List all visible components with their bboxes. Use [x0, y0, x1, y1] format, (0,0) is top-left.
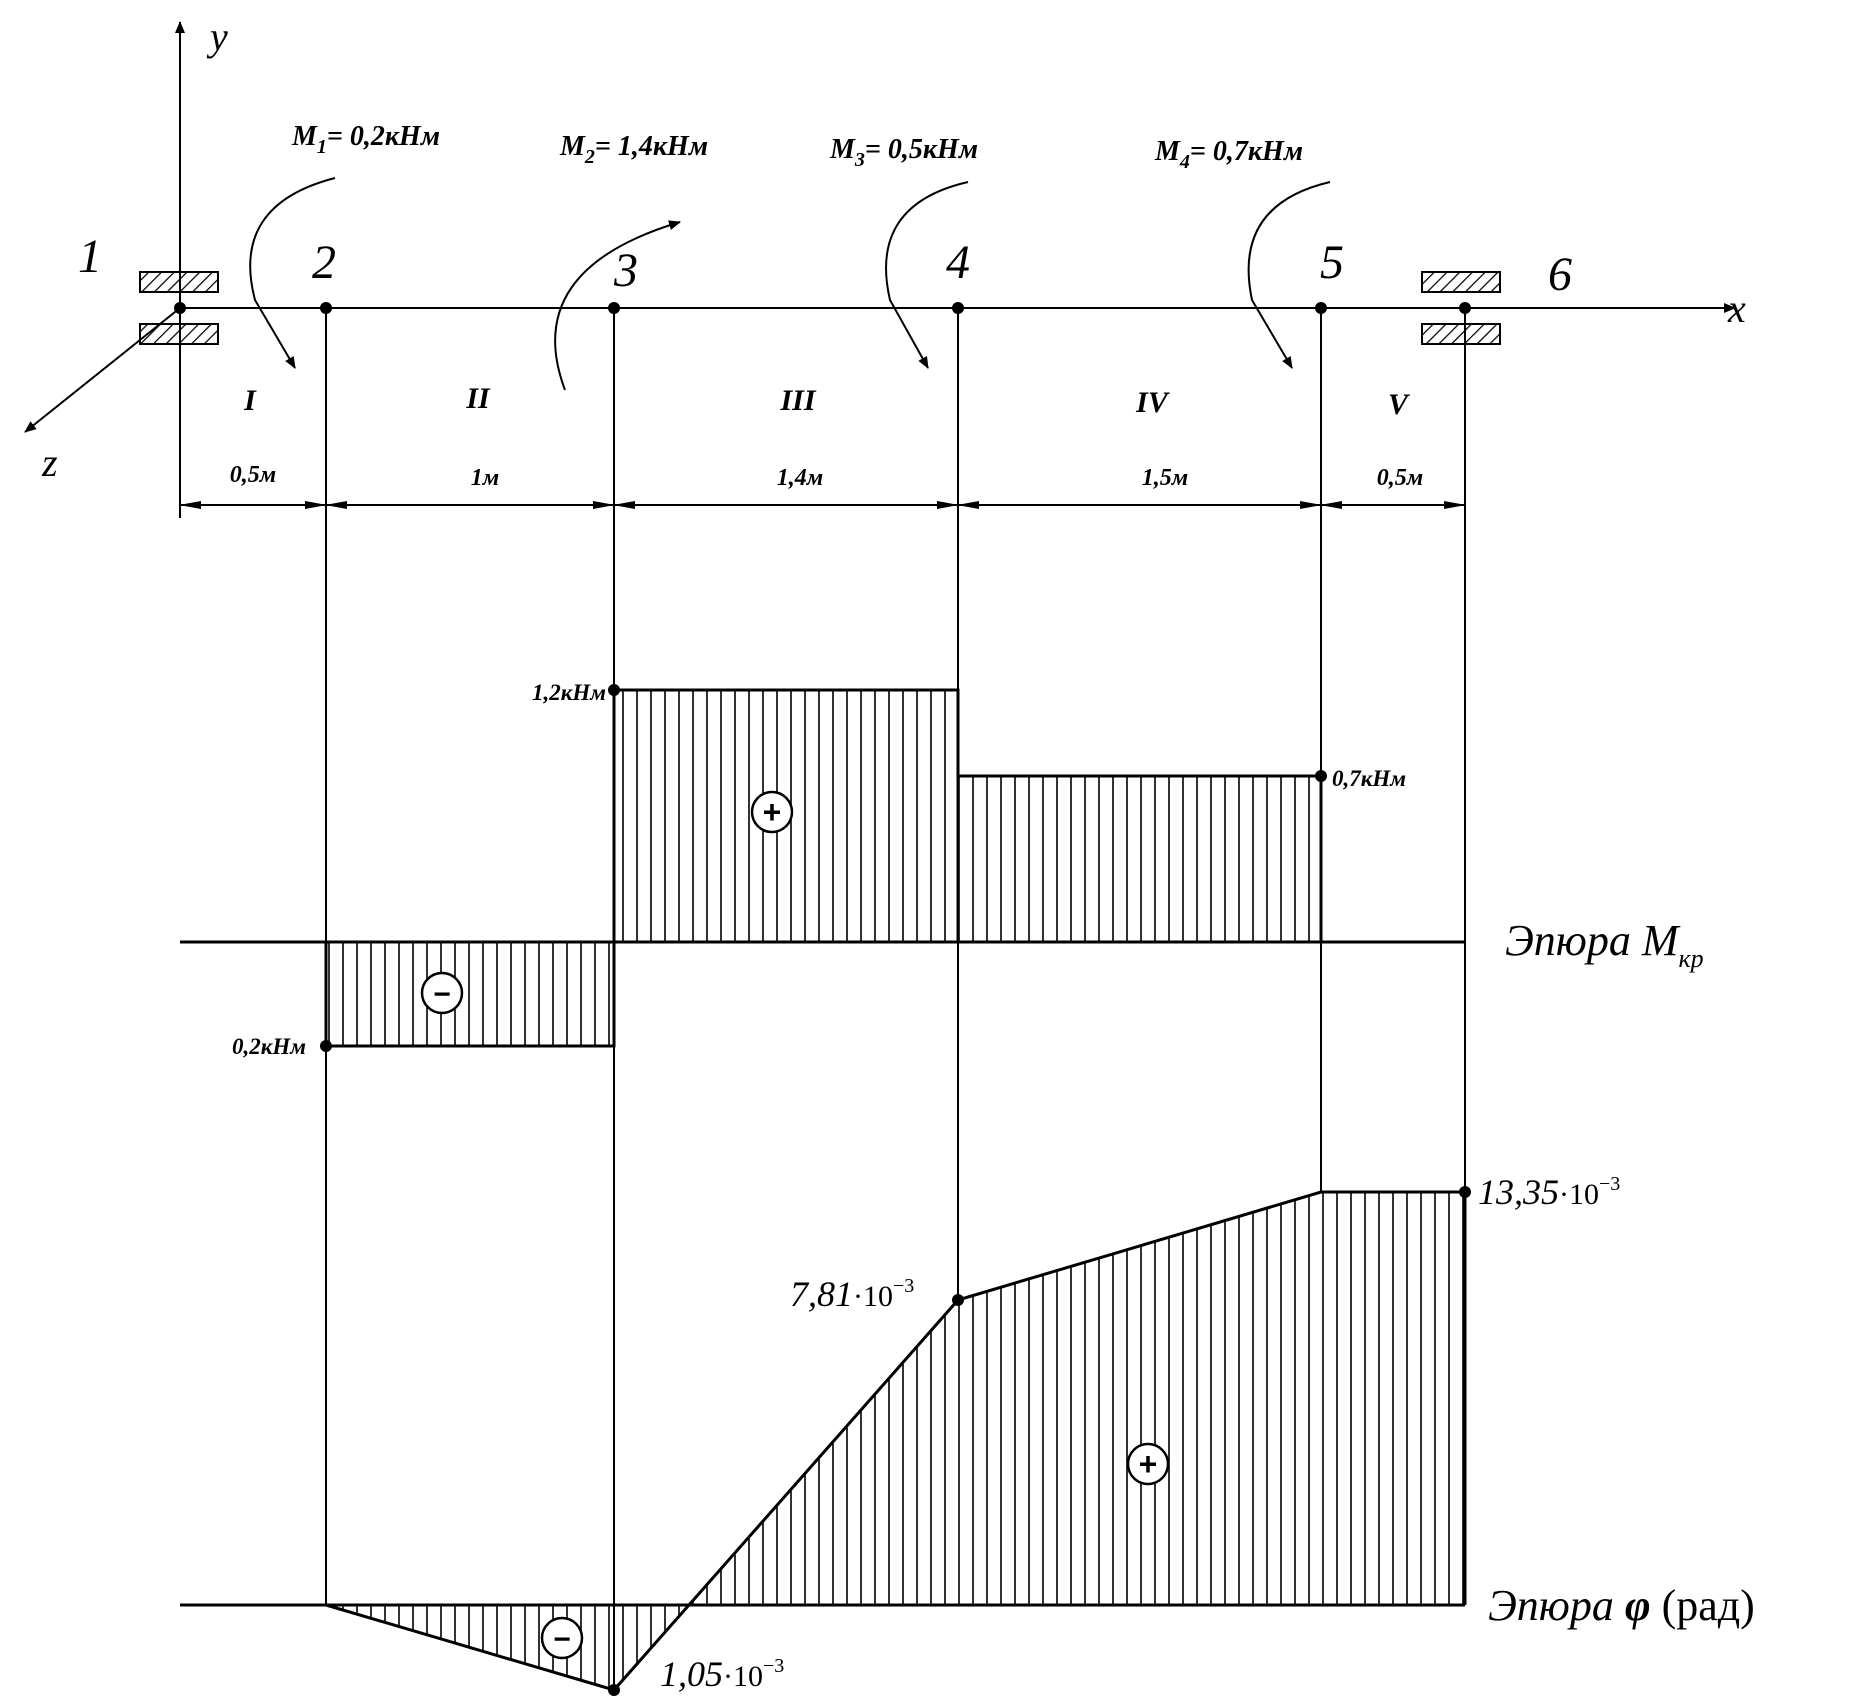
- dimension-label-3: 1,4м: [777, 465, 823, 491]
- node-labels: 1 2 3 4 5 6: [78, 230, 1572, 301]
- section-label-4: IV: [1135, 386, 1171, 419]
- angle-sign-positive: +: [1126, 1442, 1170, 1486]
- section-label-2: II: [465, 382, 491, 415]
- moment-label-m4: M4= 0,7кНм: [1154, 136, 1303, 173]
- torque-value-label-1: 1,2кНм: [532, 680, 606, 705]
- torque-diagram: 0,2кНм 1,2кНм 0,7кНм − + Эпюра Mкр: [180, 680, 1704, 1059]
- torque-diagram-title: Эпюра Mкр: [1505, 916, 1704, 973]
- moment-arrow-m4: [1247, 181, 1331, 369]
- moment-arrows: [249, 177, 1331, 391]
- section-label-5: V: [1388, 388, 1411, 421]
- coordinate-axes: y x z: [24, 14, 1746, 485]
- angle-value-label-2: 13,35·10−3: [1478, 1172, 1620, 1212]
- dimension-label-2: 1м: [471, 465, 499, 491]
- torque-value-label-0: 0,2кНм: [232, 1034, 306, 1059]
- node-label-2: 2: [312, 236, 336, 289]
- svg-text:+: +: [1139, 1446, 1158, 1482]
- moment-label-m2: M2= 1,4кНм: [559, 131, 708, 168]
- angle-curve: [325, 1190, 1467, 1692]
- section-label-3: III: [779, 384, 816, 417]
- section-labels: I II III IV V: [243, 382, 1411, 421]
- z-axis-label: z: [41, 440, 58, 485]
- svg-text:−: −: [433, 978, 451, 1011]
- moment-arrow-m2: [554, 220, 681, 391]
- torque-sign-positive: +: [750, 790, 794, 834]
- torque-segment-2: [324, 940, 616, 1048]
- svg-text:−: −: [553, 1623, 571, 1656]
- node-label-5: 5: [1320, 236, 1344, 289]
- torque-segment-4: [956, 774, 1323, 944]
- angle-region-negative: [326, 1605, 689, 1690]
- angle-value-label-1: 7,81·10−3: [790, 1274, 914, 1314]
- dimension-line: 0,5м 1м 1,4м 1,5м 0,5м: [179, 462, 1466, 509]
- dimension-label-5: 0,5м: [1377, 465, 1423, 491]
- node-label-4: 4: [946, 236, 970, 289]
- angle-value-label-0: 1,05·10−3: [660, 1654, 784, 1694]
- torque-value-label-2: 0,7кНм: [1332, 766, 1406, 791]
- section-label-1: I: [243, 384, 257, 417]
- angle-diagram-title: Эпюра φ (рад): [1488, 1581, 1755, 1630]
- dimension-label-4: 1,5м: [1142, 465, 1188, 491]
- node-label-1: 1: [78, 230, 102, 283]
- moment-label-m3: M3= 0,5кНм: [829, 134, 978, 171]
- moment-labels: M1= 0,2кНм M2= 1,4кНм M3= 0,5кНм M4= 0,7…: [291, 121, 1303, 173]
- right-support: [1421, 271, 1501, 345]
- angle-sign-negative: −: [540, 1616, 584, 1660]
- moment-arrow-m1: [249, 177, 336, 369]
- node-points: [174, 302, 1471, 314]
- node-label-3: 3: [613, 244, 638, 297]
- svg-text:+: +: [763, 794, 782, 830]
- node-label-6: 6: [1548, 248, 1572, 301]
- moment-label-m1: M1= 0,2кНм: [291, 121, 440, 158]
- moment-arrow-m3: [885, 181, 969, 369]
- x-axis-label: x: [1727, 286, 1746, 331]
- angle-region-positive: [689, 1192, 1465, 1605]
- y-axis-label: y: [206, 14, 228, 59]
- torque-sign-negative: −: [420, 971, 464, 1015]
- angle-diagram: 1,05·10−3 7,81·10−3 13,35·10−3 − + Эпюра…: [180, 1172, 1755, 1696]
- dimension-label-1: 0,5м: [230, 462, 276, 488]
